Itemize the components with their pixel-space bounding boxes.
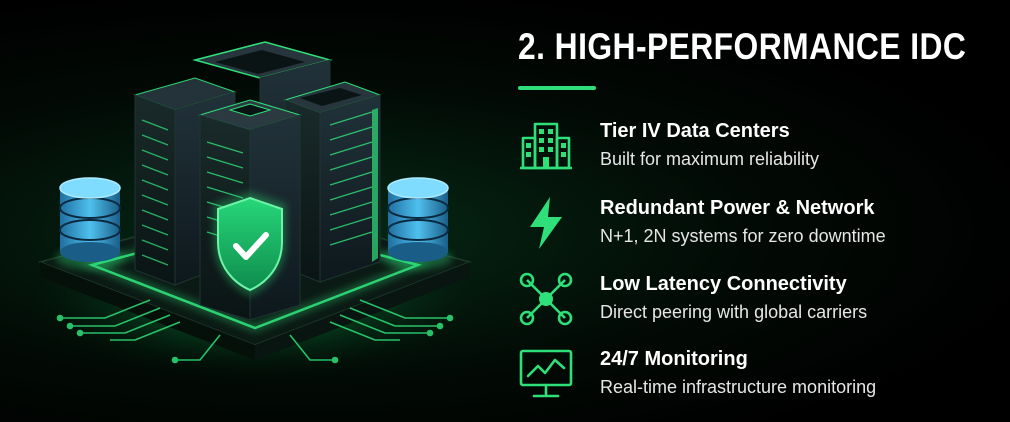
database-icon <box>56 177 124 269</box>
title-underline <box>518 86 596 90</box>
network-nodes-icon <box>519 272 573 326</box>
building-icon <box>520 122 572 170</box>
page-title: 2. HIGH-PERFORMANCE IDC <box>518 26 967 67</box>
feature-description: N+1, 2N systems for zero downtime <box>600 226 886 246</box>
feature-item-redundant-power: Redundant Power & Network N+1, 2N system… <box>518 195 998 255</box>
data-center-illustration <box>15 41 495 385</box>
feature-title: Low Latency Connectivity <box>600 273 847 295</box>
feature-panel: 2. HIGH-PERFORMANCE IDC <box>518 0 998 422</box>
lightning-bolt-icon <box>530 197 562 249</box>
monitor-chart-icon <box>519 349 573 398</box>
shield-check-icon <box>214 192 286 296</box>
feature-title: Redundant Power & Network <box>600 197 875 219</box>
circuit-traces <box>56 299 454 364</box>
feature-description: Real-time infrastructure monitoring <box>600 377 877 397</box>
feature-title: Tier IV Data Centers <box>600 120 790 142</box>
feature-item-monitoring: 24/7 Monitoring Real-time infrastructure… <box>518 346 998 406</box>
database-icon <box>384 177 452 269</box>
feature-item-tier-iv: Tier IV Data Centers Built for maximum r… <box>518 118 998 178</box>
feature-item-low-latency: Low Latency Connectivity Direct peering … <box>518 271 998 331</box>
feature-title: 24/7 Monitoring <box>600 348 748 370</box>
feature-description: Direct peering with global carriers <box>600 302 868 322</box>
feature-description: Built for maximum reliability <box>600 149 820 169</box>
